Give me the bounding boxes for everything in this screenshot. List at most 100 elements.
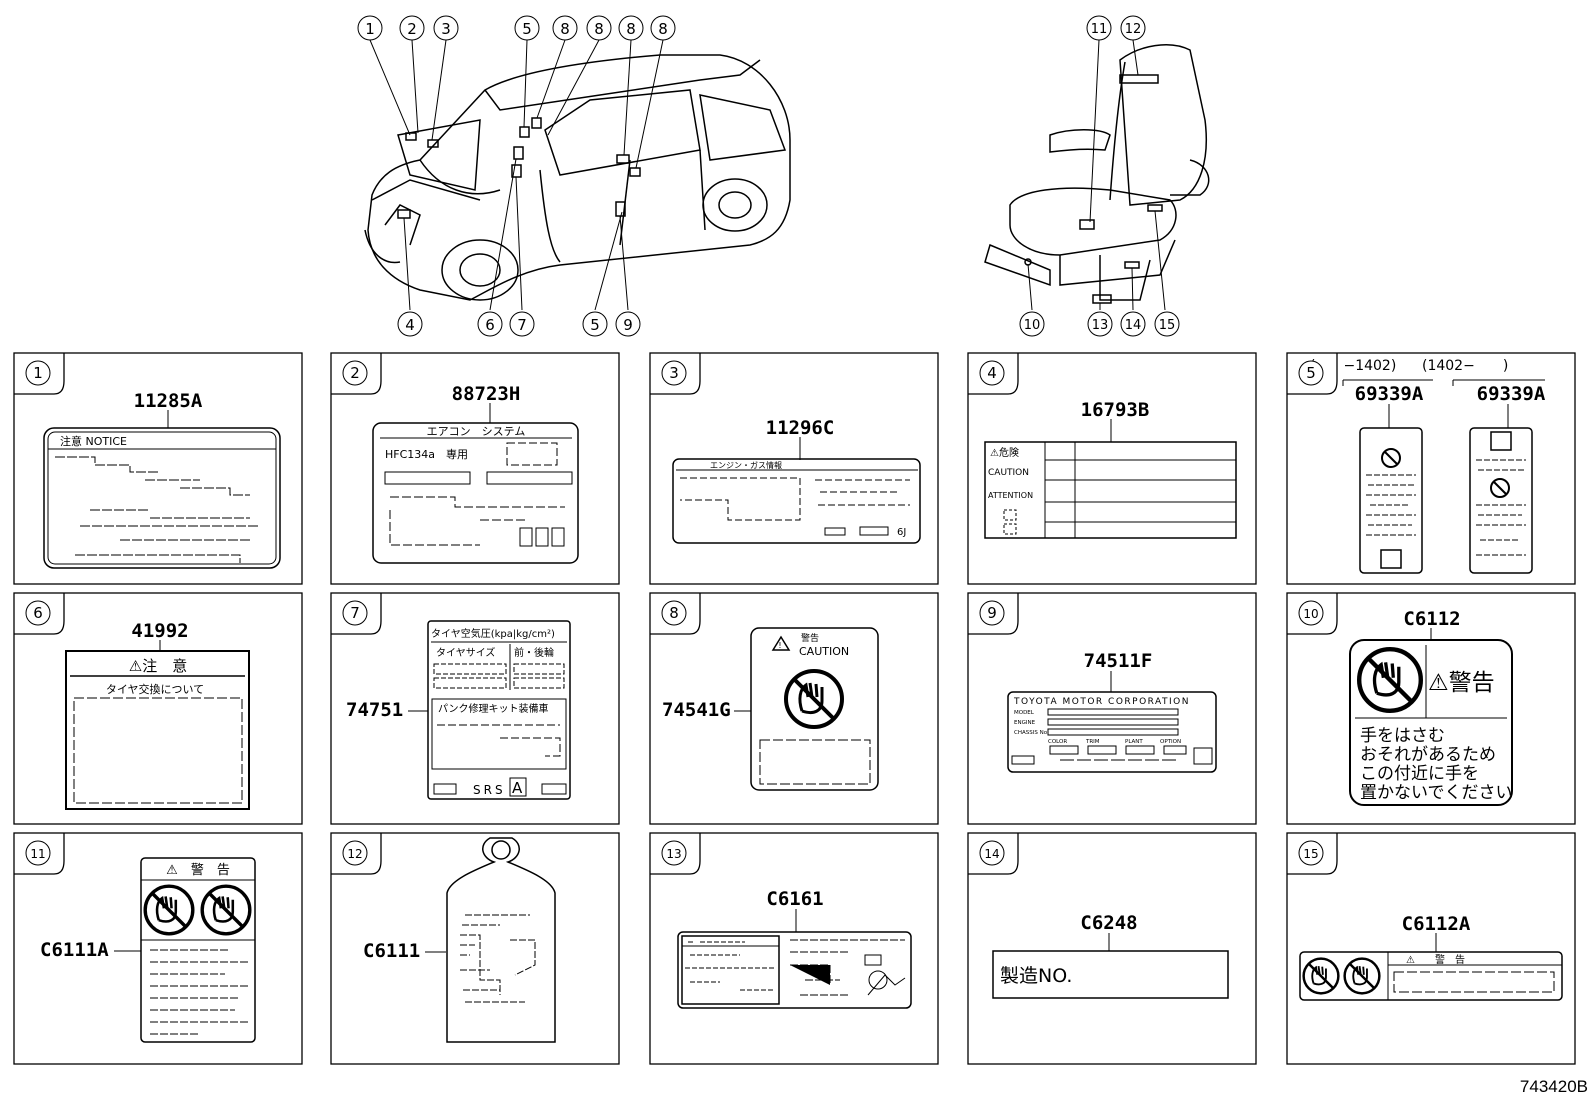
- panel-1-number: 1: [33, 364, 43, 382]
- panel-13-number: 13: [666, 847, 681, 861]
- panel-12-tag: [446, 837, 556, 1043]
- panel-13-code: C6161: [766, 888, 823, 910]
- panel-9-label: [1007, 691, 1217, 773]
- panel-1-notice: 注意 NOTICE: [60, 434, 127, 448]
- panel-3-code-6j: 6J: [897, 527, 906, 538]
- panel-10-number: 10: [1303, 607, 1318, 621]
- panel-9: 74511F TOYOTA MOTOR CORPORATION MODEL EN…: [1007, 650, 1217, 773]
- callout-4: 4: [405, 316, 415, 334]
- panel-9-number: 9: [987, 604, 997, 622]
- panel-9-model: MODEL: [1014, 710, 1035, 716]
- panel-9-chassis: CHASSIS No.: [1014, 730, 1049, 736]
- panel-9-color: COLOR: [1048, 739, 1067, 745]
- figure-reference: 743420B: [1519, 1077, 1588, 1096]
- panel-3-label: [672, 458, 921, 544]
- panel-8-label: [750, 627, 879, 791]
- panel-1-frame: [13, 352, 303, 585]
- panel-12-frame: [330, 832, 620, 1065]
- panel-10-line-4: 置かないでください: [1360, 783, 1513, 803]
- panel-6-subtitle: タイヤ交換について: [106, 682, 204, 696]
- panel-14-number: 14: [984, 847, 999, 861]
- panel-11-frame: [13, 832, 303, 1065]
- panel-2-tab: [331, 353, 382, 395]
- callout-15: 15: [1159, 318, 1176, 333]
- panel-9-trim: TRIM: [1085, 739, 1100, 745]
- panel-8: 74541G ! 警告 CAUTION: [662, 627, 879, 791]
- callout-14: 14: [1125, 318, 1142, 333]
- callout-2: 2: [407, 20, 417, 38]
- panel-10-line-3: この付近に手を: [1360, 764, 1479, 784]
- panel-5-code-a: 69339A: [1355, 383, 1424, 405]
- panel-4-number-circle: [979, 360, 1005, 386]
- panel-5-number-circle: [1298, 360, 1324, 386]
- panel-1-label: [43, 427, 281, 569]
- panel-2-code: 88723H: [452, 383, 521, 405]
- panel-7-tab: [331, 593, 382, 635]
- panel-10-tab: [1287, 593, 1338, 635]
- callout-3: 3: [441, 20, 451, 38]
- panel-7-code: 74751: [346, 699, 403, 721]
- callout-5-top: 5: [522, 20, 532, 38]
- callout-9: 9: [623, 316, 633, 334]
- panel-6-code: 41992: [131, 620, 188, 642]
- panel-7-number: 7: [350, 604, 360, 622]
- panel-4-tab: [968, 353, 1019, 395]
- panel-15-number-circle: [1298, 840, 1324, 866]
- panel-7-srs: SRS: [473, 783, 506, 797]
- panel-8-tab: [650, 593, 701, 635]
- panel-14-tab: [968, 833, 1019, 875]
- panel-11: C6111A ⚠ 警 告: [40, 857, 256, 1043]
- panel-11-tab: [14, 833, 65, 875]
- panel-3-code: 11296C: [766, 417, 835, 439]
- panel-9-corp: TOYOTA MOTOR CORPORATION: [1013, 697, 1190, 707]
- panel-5-range-a: ( −1402): [1310, 358, 1396, 374]
- panel-7-srs-a: A: [512, 779, 523, 797]
- seat-overview: [984, 44, 1210, 304]
- panel-8-warning: 警告: [801, 632, 819, 644]
- panel-12: C6111: [363, 837, 556, 1043]
- callout-11: 11: [1091, 22, 1108, 37]
- panel-15-number: 15: [1303, 847, 1318, 861]
- seat-callouts: 11 12 10 13 14 15: [1019, 15, 1180, 337]
- panel-6-number-circle: [25, 600, 51, 626]
- panel-2-label: [372, 422, 579, 564]
- panel-15-tab: [1287, 833, 1338, 875]
- panel-8-number-circle: [661, 600, 687, 626]
- panel-3-frame: [649, 352, 939, 585]
- panel-10: C6112 ⚠警告 手をはさむ おそれがあるため この付近に手を 置かないでくだ…: [1349, 608, 1513, 806]
- panel-11-number-circle: [25, 840, 51, 866]
- panel-9-code: 74511F: [1084, 650, 1153, 672]
- seat-leader-lines: [1027, 39, 1166, 311]
- panel-4-number: 4: [987, 364, 997, 382]
- panel-11-number: 11: [30, 847, 45, 861]
- panel-9-frame: [967, 592, 1257, 825]
- panel-10-code: C6112: [1403, 608, 1460, 630]
- panel-15-label: [1299, 951, 1563, 1001]
- panel-12-number-circle: [342, 840, 368, 866]
- panel-5-number: 5: [1306, 364, 1316, 382]
- panel-4-caution: CAUTION: [988, 468, 1029, 478]
- panel-12-code: C6111: [363, 940, 420, 962]
- callout-5-bottom: 5: [590, 316, 600, 334]
- callout-1: 1: [365, 20, 375, 38]
- callout-8-d: 8: [658, 20, 668, 38]
- panel-5-code-b: 69339A: [1477, 383, 1546, 405]
- panel-9-engine: ENGINE: [1014, 720, 1036, 726]
- callout-8-b: 8: [594, 20, 604, 38]
- panel-10-number-circle: [1298, 600, 1324, 626]
- panel-9-tab: [968, 593, 1019, 635]
- panel-6-title: ⚠注 意: [129, 657, 187, 675]
- panel-13-tab: [650, 833, 701, 875]
- panel-13-number-circle: [661, 840, 687, 866]
- panel-10-frame: [1286, 592, 1576, 825]
- callout-12: 12: [1125, 22, 1142, 37]
- panel-8-caution: CAUTION: [799, 645, 849, 658]
- panel-2-number: 2: [350, 364, 360, 382]
- panel-7-tire-size: タイヤサイズ: [436, 646, 495, 659]
- panel-3-tab: [650, 353, 701, 395]
- panel-5-frame: [1286, 352, 1576, 585]
- callout-7: 7: [517, 316, 527, 334]
- panel-5-range-b: (1402− ): [1422, 358, 1508, 374]
- panel-2: 88723H エアコン システム HFC134a 専用: [372, 383, 579, 564]
- panel-12-number: 12: [347, 847, 362, 861]
